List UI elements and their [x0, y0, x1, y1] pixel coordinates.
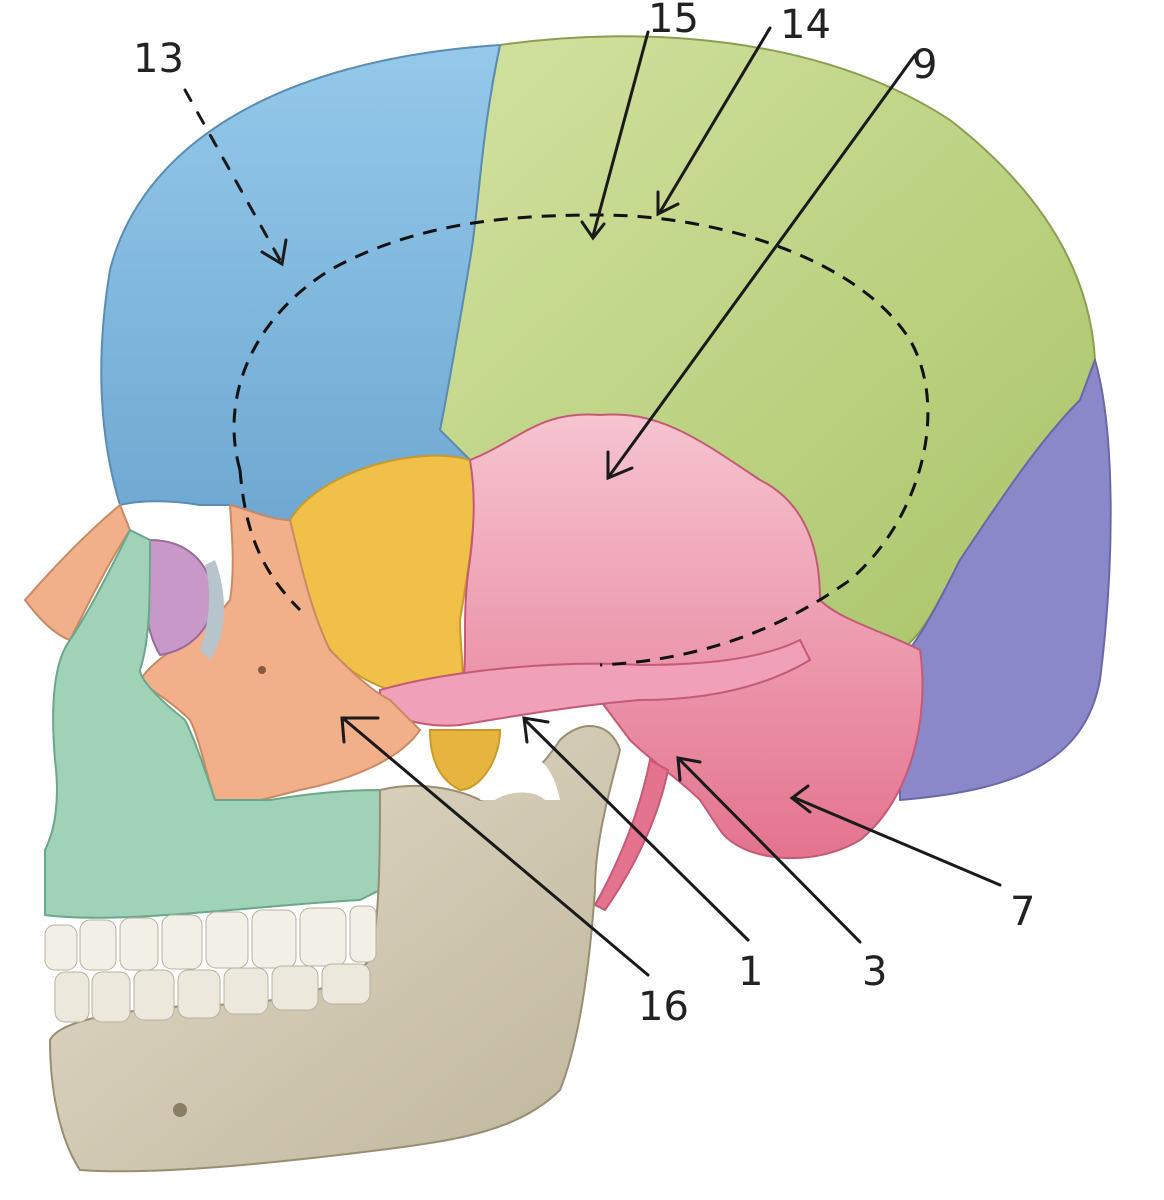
occipital-bone [899, 359, 1112, 801]
leader-3-head [676, 756, 702, 782]
leader-14 [658, 26, 772, 214]
temporal-line-lower [238, 469, 302, 612]
callout-16: 16 [638, 984, 689, 1030]
callout-13: 13 [133, 36, 184, 82]
temporal-line [232, 213, 930, 667]
leader-13 [183, 88, 282, 262]
orbit [200, 560, 225, 660]
leader-lines [183, 26, 1002, 977]
leader-3 [678, 758, 862, 944]
leader-15 [591, 30, 650, 238]
mandibular-notch [480, 755, 560, 800]
leader-16 [343, 718, 650, 977]
leader-1 [523, 718, 750, 942]
leader-9 [608, 53, 917, 477]
leader-1-head [522, 716, 550, 744]
callout-3: 3 [862, 949, 887, 995]
leader-14-head [656, 190, 680, 217]
styloid-process [593, 758, 670, 912]
sphenoid-lower [428, 729, 502, 792]
leader-7-head [789, 784, 812, 814]
leader-7 [793, 796, 1002, 887]
nasal-bone [23, 503, 132, 642]
mental-foramen [173, 1103, 187, 1117]
callout-1: 1 [738, 949, 763, 995]
maxilla [44, 529, 381, 919]
leader-16-head [340, 716, 380, 744]
zygomatic-arch [379, 638, 812, 727]
leader-9-head [606, 450, 634, 481]
callout-7: 7 [1010, 889, 1035, 935]
leader-15-head [580, 220, 606, 241]
zygomaticofacial-foramen [258, 666, 266, 674]
callout-9: 9 [912, 42, 937, 88]
teeth [44, 905, 377, 1023]
frontal-bone [100, 44, 501, 521]
callout-14: 14 [780, 2, 831, 48]
leader-13-head [260, 238, 288, 267]
callout-15: 15 [648, 0, 699, 42]
